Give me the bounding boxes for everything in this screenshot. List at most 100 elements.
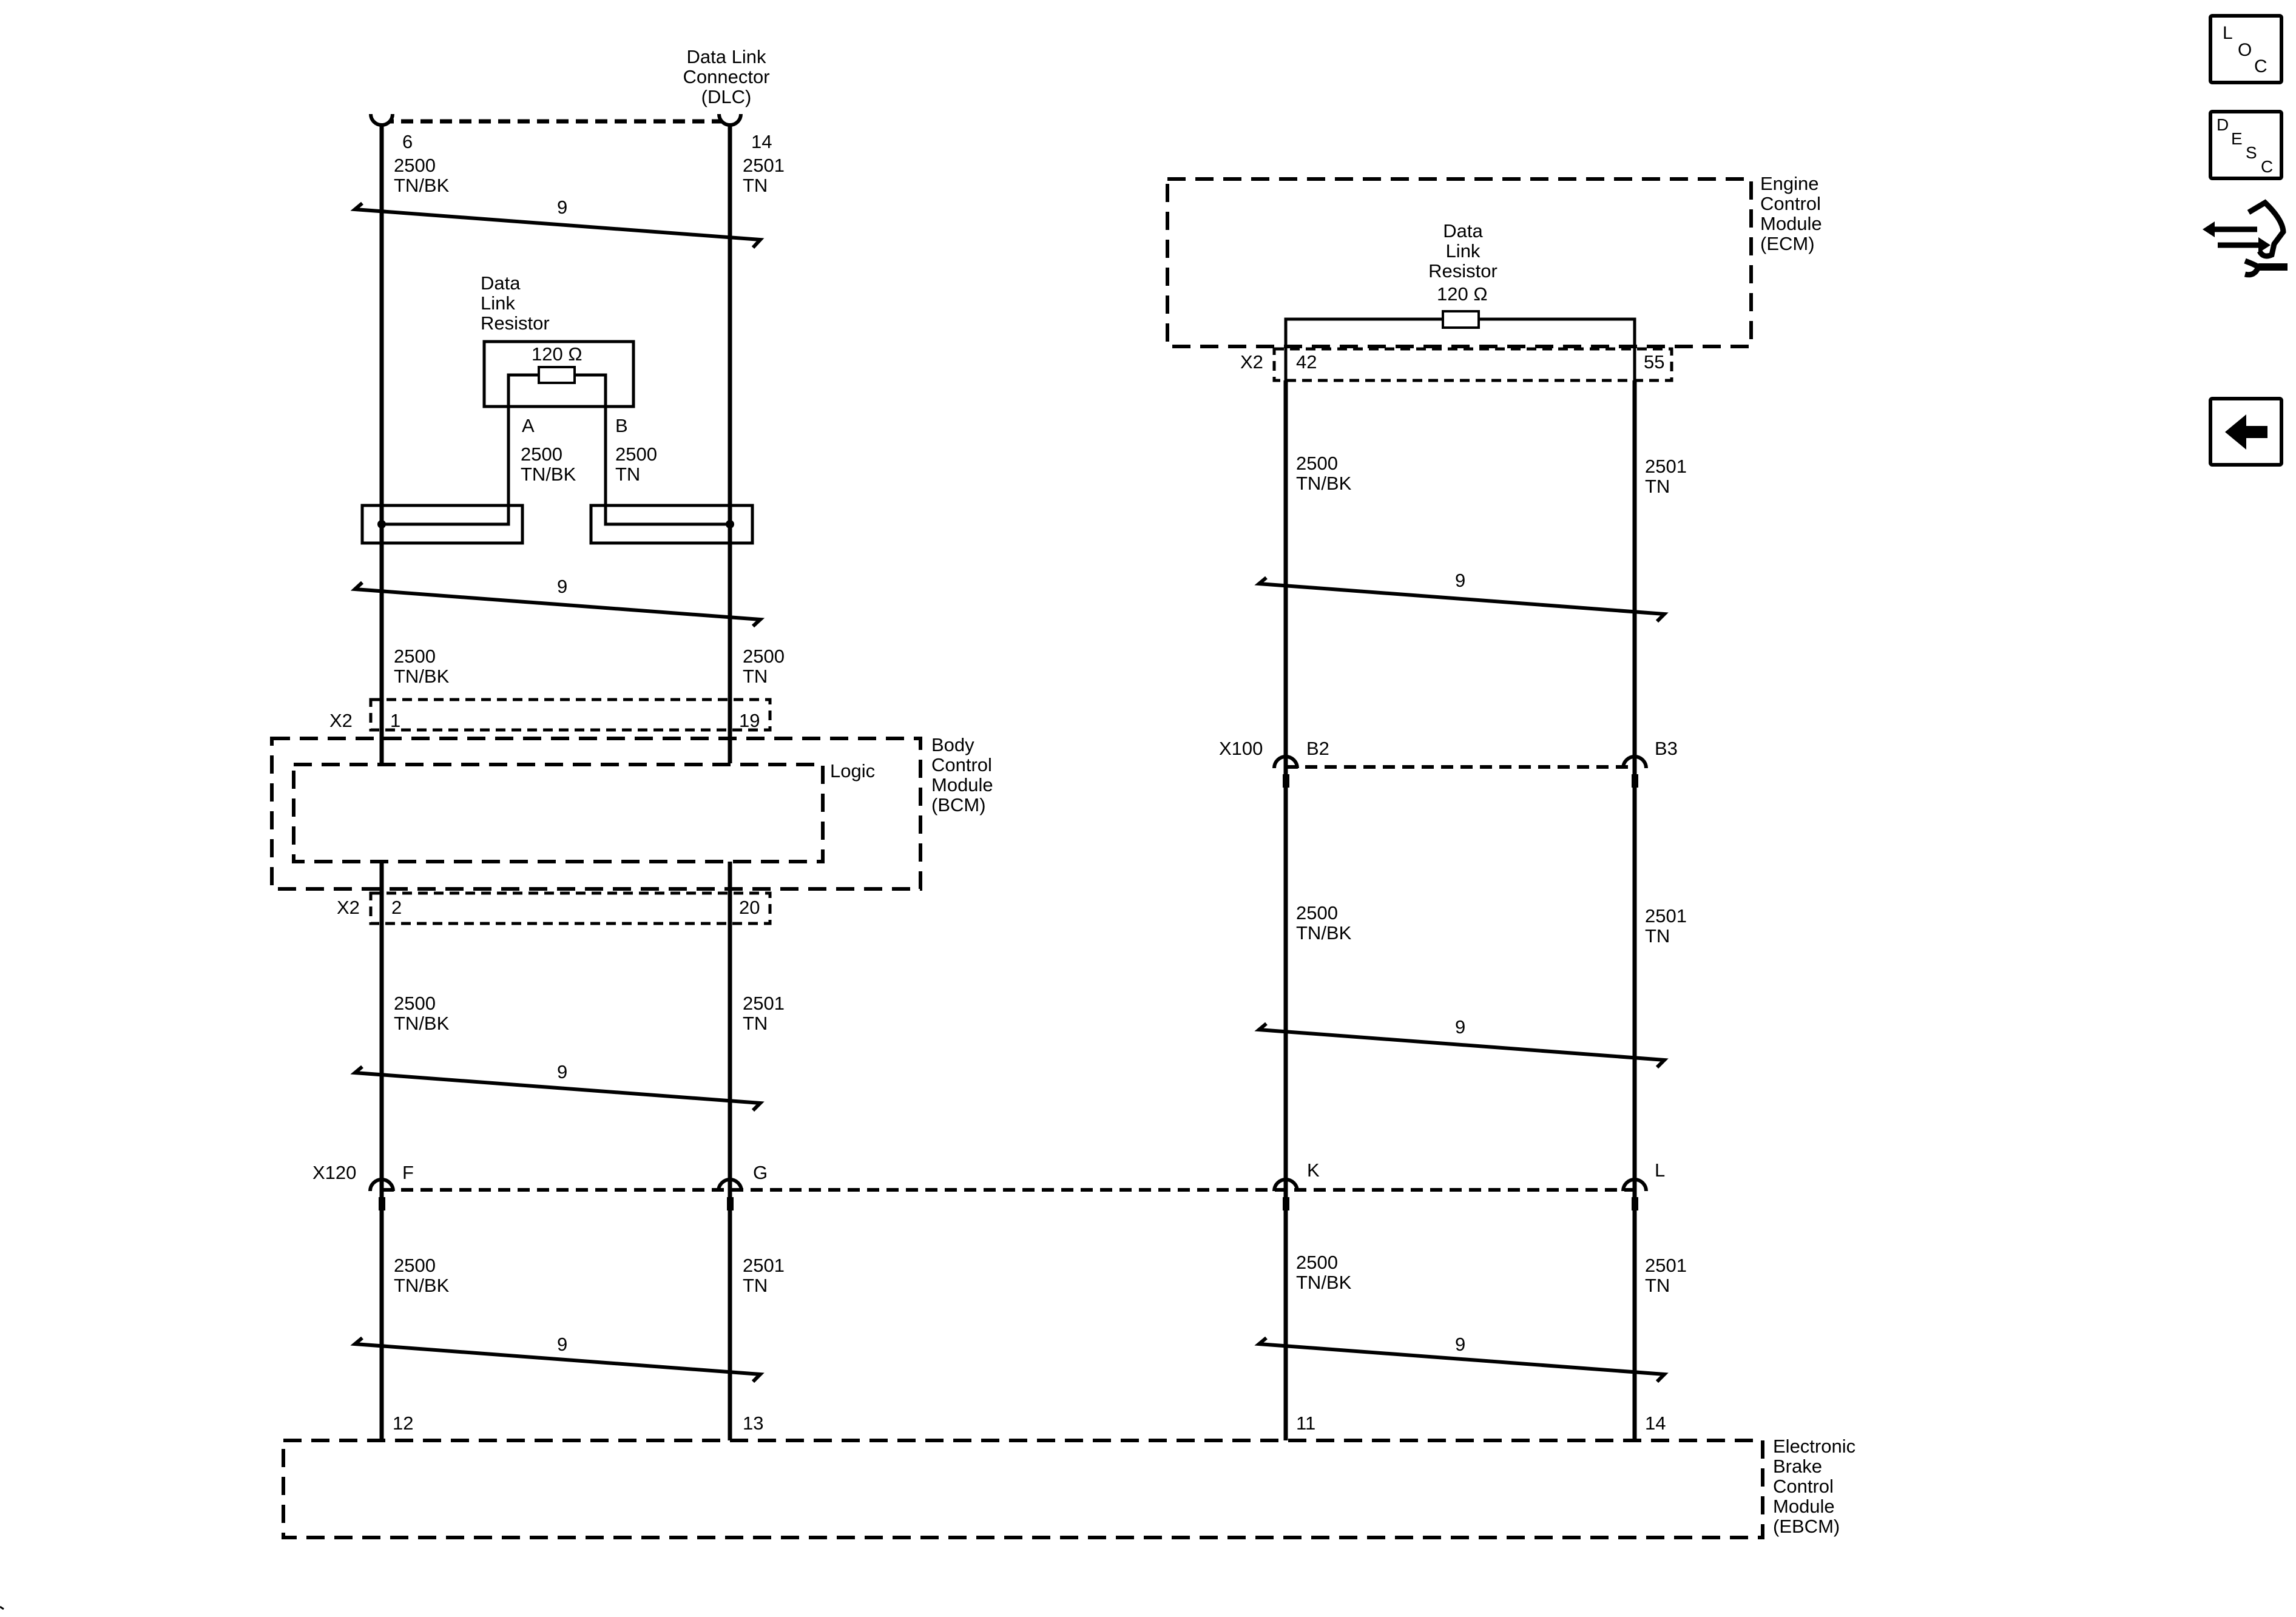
ecm-resistor-title-line-3: Resistor: [1428, 260, 1497, 282]
wire-color: TN: [743, 175, 768, 196]
wire-color: TN/BK: [394, 175, 450, 196]
bcm-title: Body Control Module (BCM): [931, 734, 993, 815]
ebcm-title-line-2: Brake: [1773, 1456, 1822, 1477]
wire-color: TN/BK: [394, 1013, 450, 1034]
x120-pin-g: G: [753, 1162, 768, 1183]
x100-pin-left: B2: [1306, 738, 1329, 759]
wire-circuit: 2500: [521, 444, 562, 465]
twist-count: 9: [1455, 570, 1465, 591]
wire-circuit: 2500: [394, 646, 436, 667]
ecm-resistor-title-line-1: Data: [1443, 220, 1483, 241]
ebcm-pin-12: 12: [393, 1413, 413, 1434]
bcm-top-pin-right: 19: [739, 710, 760, 731]
ebcm-module-box: [282, 1439, 1764, 1539]
corner-tick: [0, 1605, 4, 1610]
x120-pin-k: K: [1307, 1160, 1320, 1181]
desc-letter-s: S: [2246, 143, 2257, 162]
location-button[interactable]: L O C: [2209, 14, 2283, 84]
wire-color: TN: [1645, 476, 1670, 497]
dlc-terminals: [369, 113, 743, 127]
dlc-title: Data Link Connector (DLC): [683, 46, 769, 107]
wire-circuit: 2500: [615, 444, 657, 465]
dlc-title-line-2: Connector: [683, 66, 769, 87]
wire-color: TN: [1645, 925, 1670, 947]
desc-letter-d: D: [2217, 115, 2229, 134]
resistor-pin-a: A: [522, 415, 535, 436]
wire-color: TN/BK: [521, 464, 576, 485]
loc-letter-c: C: [2254, 56, 2267, 76]
bcm-top-connector: X2: [329, 710, 353, 731]
ecm-module-box: [1166, 177, 1753, 382]
wire-color: TN: [743, 1013, 768, 1034]
resistor-title-line-3: Resistor: [481, 312, 550, 334]
bcm-resistor-box: [360, 340, 754, 545]
description-icon: D E S C: [2217, 115, 2273, 176]
dlc-title-line-3: (DLC): [701, 86, 752, 107]
dlc-pin-left: 6: [402, 131, 413, 152]
ecm-title-line-3: Module: [1760, 213, 1822, 234]
back-arrow-icon: [2225, 414, 2267, 450]
twist-count: 9: [557, 1334, 567, 1355]
wire-runs: [379, 121, 1637, 1440]
dlc-pin-right: 14: [751, 131, 772, 152]
ebcm-title-line-1: Electronic: [1773, 1436, 1855, 1457]
bcm-resistor-value: 120 Ω: [532, 343, 582, 365]
twist-count: 9: [557, 197, 567, 218]
wire-circuit: 2500: [743, 646, 785, 667]
ebcm-title: Electronic Brake Control Module (EBCM): [1773, 1436, 1855, 1537]
wire-color: TN: [743, 1275, 768, 1296]
ecm-resistor-value: 120 Ω: [1437, 283, 1488, 305]
ebcm-title-line-3: Control: [1773, 1476, 1834, 1497]
bcm-module-box: [270, 698, 922, 925]
connector-repair-button[interactable]: [2203, 199, 2288, 278]
loc-letter-o: O: [2238, 40, 2252, 60]
wire-circuit: 2500: [394, 993, 436, 1014]
resistor-title-line-2: Link: [481, 292, 515, 314]
wire-color: TN: [743, 666, 768, 687]
wire-color: TN/BK: [1296, 922, 1352, 944]
ecm-resistor-title-line-2: Link: [1446, 240, 1481, 262]
wire-circuit: 2501: [743, 993, 785, 1014]
back-button[interactable]: [2209, 397, 2283, 467]
twist-count: 9: [557, 576, 567, 597]
ecm-connector: X2: [1240, 351, 1263, 373]
twisted-pair-markers: [350, 201, 1669, 1383]
resistor-title-line-1: Data: [481, 272, 521, 294]
description-button[interactable]: D E S C: [2209, 110, 2283, 180]
bcm-title-line-1: Body: [931, 734, 974, 755]
x120-pin-l: L: [1655, 1160, 1665, 1181]
desc-letter-e: E: [2231, 129, 2243, 148]
location-icon: L O C: [2223, 23, 2267, 76]
loc-letter-l: L: [2223, 23, 2233, 43]
x120-terminals: [368, 1178, 1648, 1210]
bcm-title-line-2: Control: [931, 754, 992, 775]
wire-color: TN: [1645, 1275, 1670, 1296]
ebcm-pin-13: 13: [743, 1413, 763, 1434]
wire-color: TN/BK: [394, 666, 450, 687]
wire-color: TN/BK: [394, 1275, 450, 1296]
x100-pin-right: B3: [1655, 738, 1678, 759]
wire-circuit: 2500: [1296, 902, 1338, 923]
bcm-bottom-connector: X2: [337, 897, 360, 918]
twist-count: 9: [1455, 1016, 1465, 1038]
x100-terminals: [1272, 755, 1648, 788]
wire-circuit: 2500: [1296, 453, 1338, 474]
ecm-title-line-1: Engine: [1760, 173, 1819, 194]
ebcm-pin-11: 11: [1296, 1413, 1315, 1434]
wire-circuit: 2501: [1645, 905, 1687, 927]
bcm-top-pin-left: 1: [390, 710, 400, 731]
bcm-bottom-pin-right: 20: [739, 897, 760, 918]
desc-letter-c: C: [2261, 157, 2273, 176]
ebcm-title-line-5: (EBCM): [1773, 1516, 1840, 1537]
resistor-pin-b: B: [615, 415, 628, 436]
bcm-logic-label: Logic: [830, 760, 875, 781]
ecm-pin-right: 55: [1644, 351, 1664, 373]
ecm-title: Engine Control Module (ECM): [1760, 173, 1822, 254]
ecm-resistor-title: Data Link Resistor: [1428, 220, 1497, 282]
bcm-bottom-pin-left: 2: [391, 897, 402, 918]
x100-label: X100: [1219, 738, 1263, 759]
wire-circuit: 2501: [1645, 456, 1687, 477]
wire-circuit: 2500: [1296, 1252, 1338, 1273]
x120-pin-f: F: [402, 1162, 414, 1183]
wire-color: TN/BK: [1296, 473, 1352, 494]
